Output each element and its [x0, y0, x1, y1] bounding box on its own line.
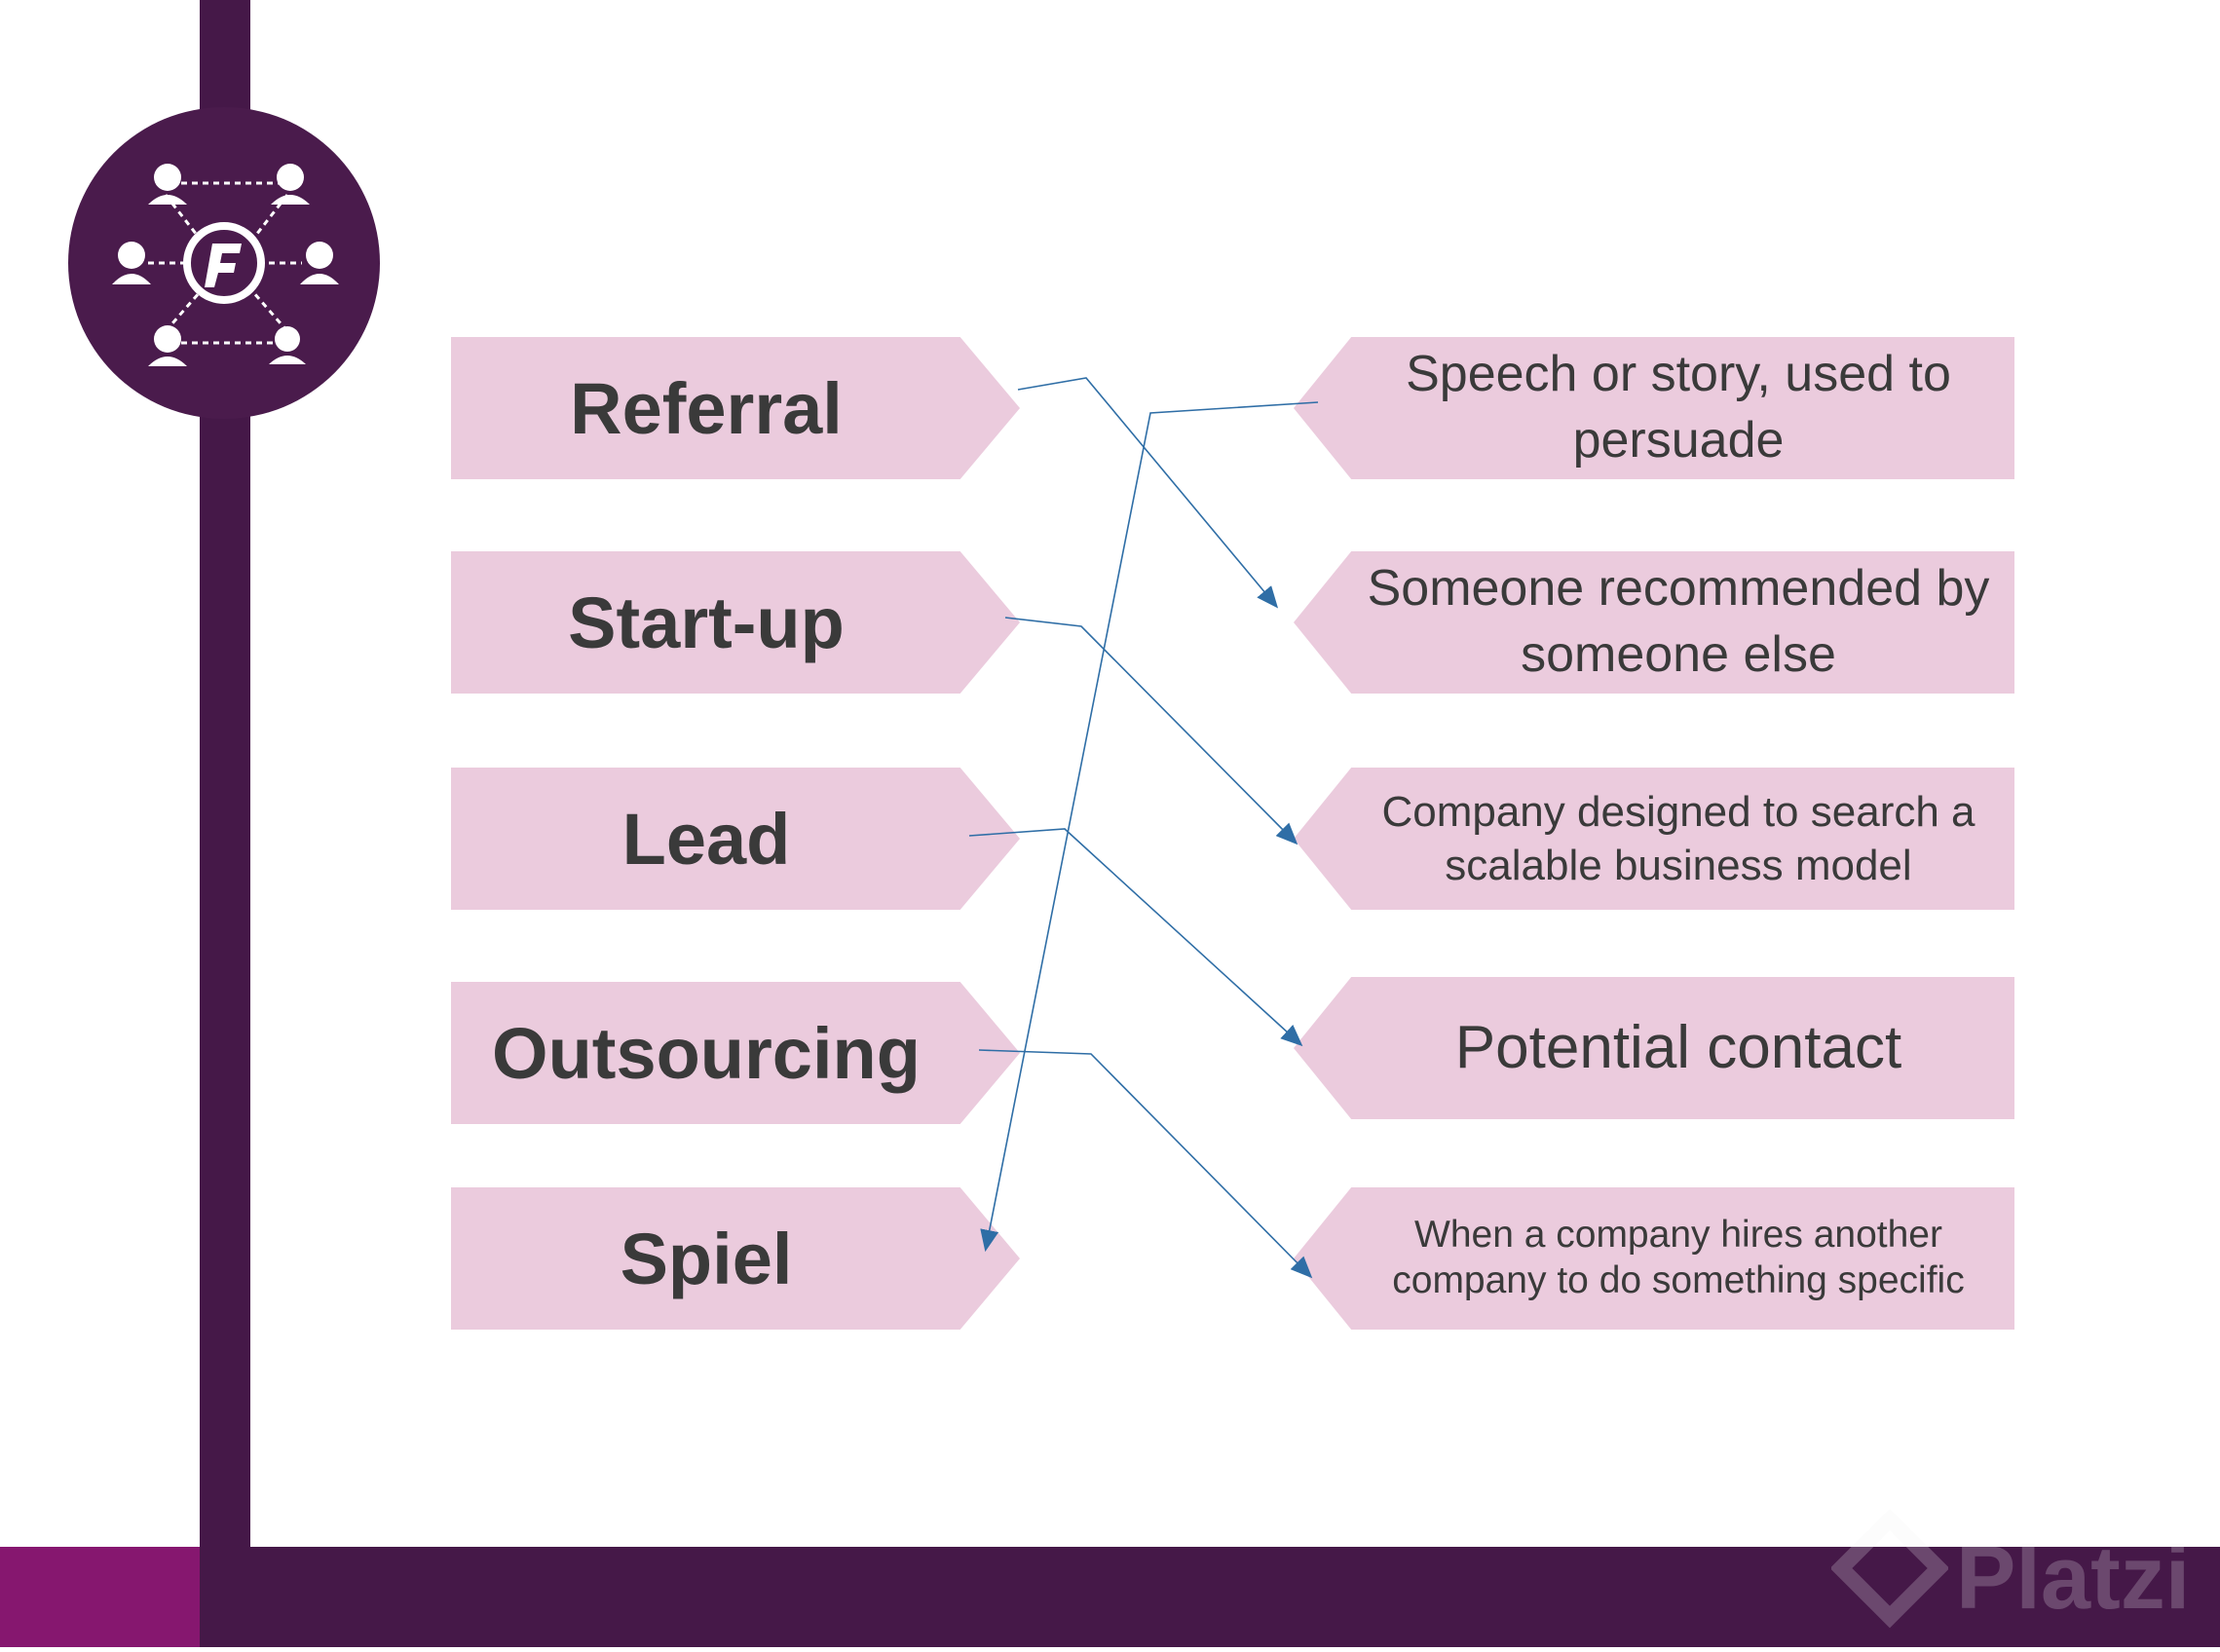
network-people-globe-icon — [112, 164, 339, 366]
term-label: Start-up — [568, 582, 845, 663]
definition-label: Speech or story, used to persuade — [1406, 346, 1951, 469]
definition-speech-or-story[interactable]: Speech or story, used to persuade — [1294, 337, 2014, 479]
platzi-logo-icon — [1829, 1508, 1950, 1629]
watermark-text: Platzi — [1956, 1528, 2191, 1628]
term-spiel[interactable]: Spiel — [451, 1187, 1020, 1330]
definition-company-designed[interactable]: Company designed to search a scalable bu… — [1294, 768, 2014, 910]
term-outsourcing[interactable]: Outsourcing — [451, 982, 1020, 1124]
definition-label: When a company hires another company to … — [1392, 1214, 1965, 1301]
definition-label: Company designed to search a scalable bu… — [1381, 788, 1975, 889]
term-start-up[interactable]: Start-up — [451, 551, 1020, 694]
connector-spiel — [980, 401, 1319, 1253]
connector-outsourcing — [978, 1049, 1313, 1279]
term-lead[interactable]: Lead — [451, 768, 1020, 910]
definition-label: Potential contact — [1454, 1013, 1902, 1081]
definition-label: Someone recommended by someone else — [1367, 560, 1990, 683]
platzi-watermark: Platzi — [1829, 1508, 2220, 1647]
term-label: Referral — [570, 367, 843, 449]
connector-start-up — [1004, 617, 1298, 845]
term-label: Spiel — [620, 1218, 793, 1299]
footer-bar — [0, 1547, 2220, 1647]
connector-lead — [968, 828, 1303, 1047]
term-referral[interactable]: Referral — [451, 337, 1020, 479]
term-label: Lead — [621, 798, 791, 880]
term-label: Outsourcing — [492, 1012, 921, 1094]
definition-someone-recommended[interactable]: Someone recommended by someone else — [1294, 551, 2014, 694]
footer-accent — [0, 1547, 200, 1647]
definition-company-hires[interactable]: When a company hires another company to … — [1294, 1187, 2014, 1330]
logo-badge — [68, 107, 380, 419]
connector-referral — [1017, 377, 1279, 609]
definition-potential-contact[interactable]: Potential contact — [1294, 977, 2014, 1119]
